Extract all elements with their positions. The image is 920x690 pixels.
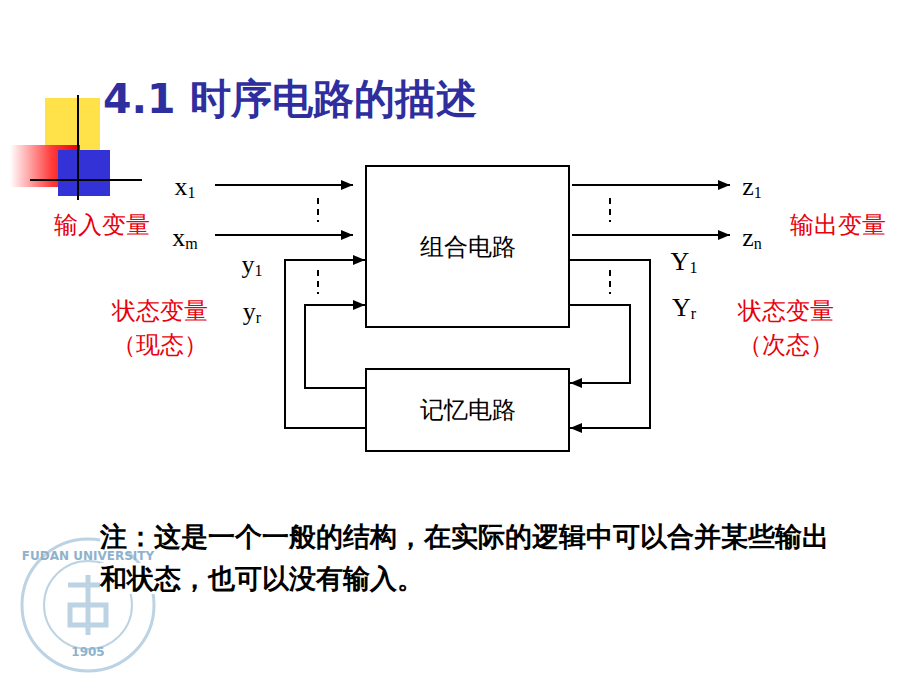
yellow-square <box>45 98 100 150</box>
ellipsis-dash <box>317 270 319 294</box>
feedback-wire <box>305 305 365 388</box>
blue-square <box>58 150 110 196</box>
input-signal: x1 <box>173 172 198 202</box>
decor-line <box>77 95 79 200</box>
annotation: 状态变量 （次态） <box>730 294 842 362</box>
watermark-text: FUDAN UNIVERSITY <box>22 549 154 563</box>
box-label: 组合电路 <box>420 231 516 263</box>
state-signal: y1 <box>240 250 265 280</box>
annotation: 输出变量 <box>790 209 886 241</box>
watermark <box>22 539 154 671</box>
decor-line <box>30 179 142 181</box>
watermark-ring <box>22 539 154 671</box>
memory-box: 记忆电路 <box>365 368 570 452</box>
ellipsis-dash <box>609 270 611 294</box>
output-signal: zn <box>740 223 764 253</box>
feedback-wire <box>570 260 650 428</box>
feedback-wire <box>570 305 630 383</box>
input-arrow <box>215 184 353 186</box>
output-signal: z1 <box>740 172 764 202</box>
output-arrow <box>572 184 730 186</box>
next-state-signal: Yr <box>670 293 698 323</box>
box-label: 记忆电路 <box>420 394 516 426</box>
output-arrow <box>572 234 730 236</box>
feedback-wire <box>285 260 365 428</box>
annotation: 输入变量 <box>54 209 150 241</box>
slide-title: 4.1 时序电路的描述 <box>103 72 477 127</box>
ellipsis-dash <box>609 198 611 222</box>
input-arrow <box>215 234 353 236</box>
next-state-signal: Y1 <box>669 247 700 277</box>
combinational-box: 组合电路 <box>365 165 570 328</box>
note-text: 注：这是一个一般的结构，在实际的逻辑中可以合并某些输出和状态，也可以没有输入。 <box>100 516 840 600</box>
input-signal: xm <box>170 223 199 253</box>
state-signal: yr <box>241 297 263 327</box>
ellipsis-dash <box>317 198 319 222</box>
annotation: 状态变量 （现态） <box>104 294 216 362</box>
watermark-text: 1905 <box>71 645 104 659</box>
